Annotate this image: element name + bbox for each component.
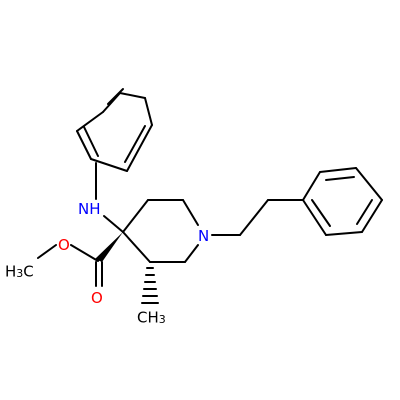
bond [119, 92, 146, 99]
double-bond-inner [107, 88, 124, 105]
double-bond-inner [124, 125, 146, 163]
bond [182, 199, 199, 226]
bond [122, 199, 149, 233]
bond [144, 97, 153, 126]
bond [361, 199, 383, 233]
bond-ch2-ch2 [239, 199, 269, 236]
atom-o-ether: O [58, 236, 70, 254]
bond [184, 244, 199, 263]
atom-methyl-ring: CH3 [137, 309, 166, 327]
piperidine-ring [122, 199, 199, 263]
double-bond-inner [356, 199, 373, 225]
bond [302, 199, 327, 236]
double-bond-inner [311, 199, 331, 227]
bond [319, 167, 357, 173]
bond-nh-c4 [103, 215, 124, 233]
bond [325, 231, 363, 236]
wedge-bond-c4-ester [95, 232, 123, 262]
atom-nh: NH [78, 200, 101, 218]
hashed-bond-c3-methyl [141, 267, 159, 304]
phenethyl-phenyl-ring [302, 167, 383, 236]
bond-ester-c-o [70, 244, 99, 262]
bond [122, 231, 151, 263]
atom-n-ring: N [198, 227, 209, 245]
bond-o-methyl [37, 244, 57, 259]
bond [302, 171, 321, 201]
bond [76, 130, 92, 160]
bond [76, 111, 104, 132]
atom-o-carbonyl: O [91, 289, 103, 307]
bond [126, 124, 153, 172]
bond [90, 158, 128, 172]
aniline-phenyl-ring [76, 88, 153, 172]
bond [355, 167, 383, 201]
atom-methyl-ester: H3C [5, 263, 34, 281]
double-bond-inner [83, 126, 99, 157]
double-bond-inner [325, 176, 355, 181]
